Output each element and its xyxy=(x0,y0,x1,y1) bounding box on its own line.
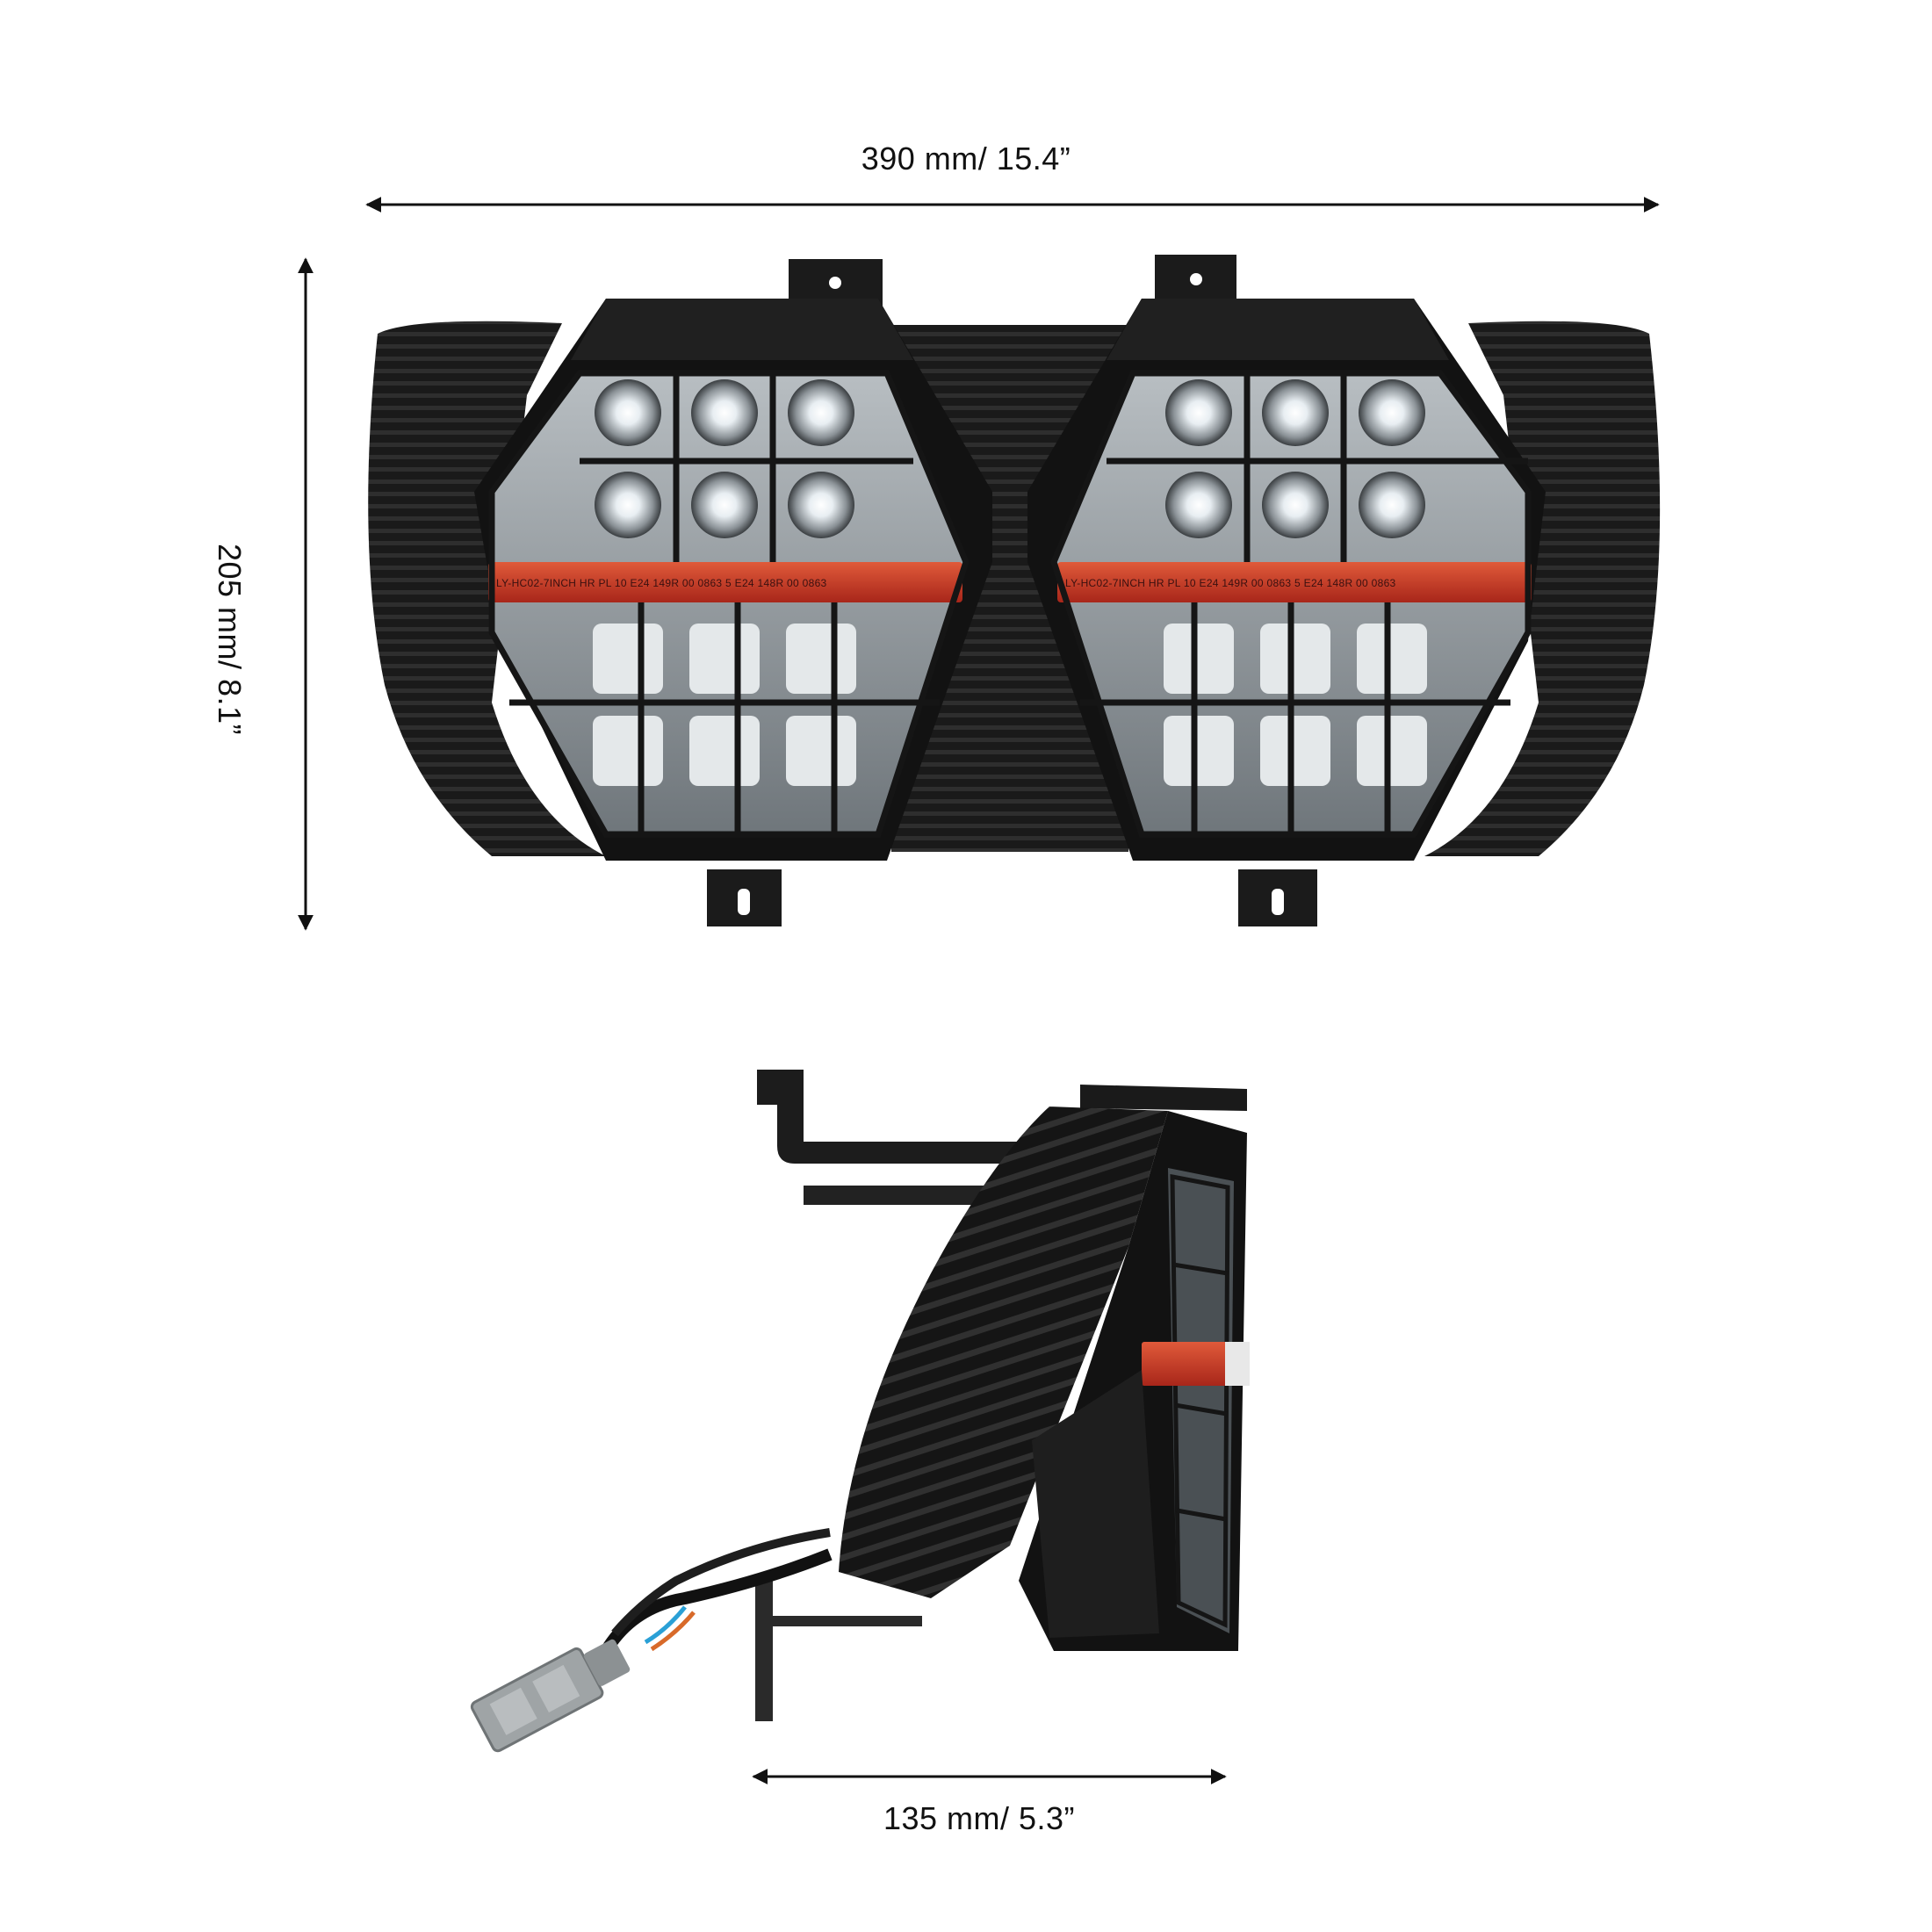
side-heatsink xyxy=(1032,1370,1159,1638)
drl-strip-right xyxy=(1057,562,1532,602)
hex-grille-right xyxy=(1050,370,1532,838)
led-cluster-left-lower xyxy=(593,624,856,786)
wire-connector xyxy=(470,1639,631,1753)
drl-strip-left xyxy=(488,562,962,602)
led-cluster-right-upper xyxy=(1165,379,1425,538)
side-scoop-left xyxy=(368,321,606,856)
lamp-left: LY-HC02-7INCH HR PL 10 E24 149R 00 0863 … xyxy=(474,299,992,861)
drl-marking-left: LY-HC02-7INCH HR PL 10 E24 149R 00 0863 … xyxy=(496,577,827,589)
lamp-right: LY-HC02-7INCH HR PL 10 E24 149R 00 0863 … xyxy=(1027,299,1546,861)
side-scoop-body xyxy=(839,1107,1168,1598)
headlight-side-view xyxy=(470,1070,1250,1753)
headlight-front-view: LY-HC02-7INCH HR PL 10 E24 149R 00 0863 … xyxy=(368,255,1661,926)
side-scoop-right xyxy=(1424,321,1661,856)
led-cluster-right-lower xyxy=(1164,624,1427,786)
width-dimension-label: 390 mm/ 15.4” xyxy=(861,141,1071,177)
side-drl xyxy=(1142,1342,1247,1386)
drl-marking-right: LY-HC02-7INCH HR PL 10 E24 149R 00 0863 … xyxy=(1065,577,1396,589)
led-cluster-left-upper xyxy=(595,379,854,538)
hex-grille-left xyxy=(488,370,970,838)
depth-dimension-label: 135 mm/ 5.3” xyxy=(883,1800,1076,1836)
